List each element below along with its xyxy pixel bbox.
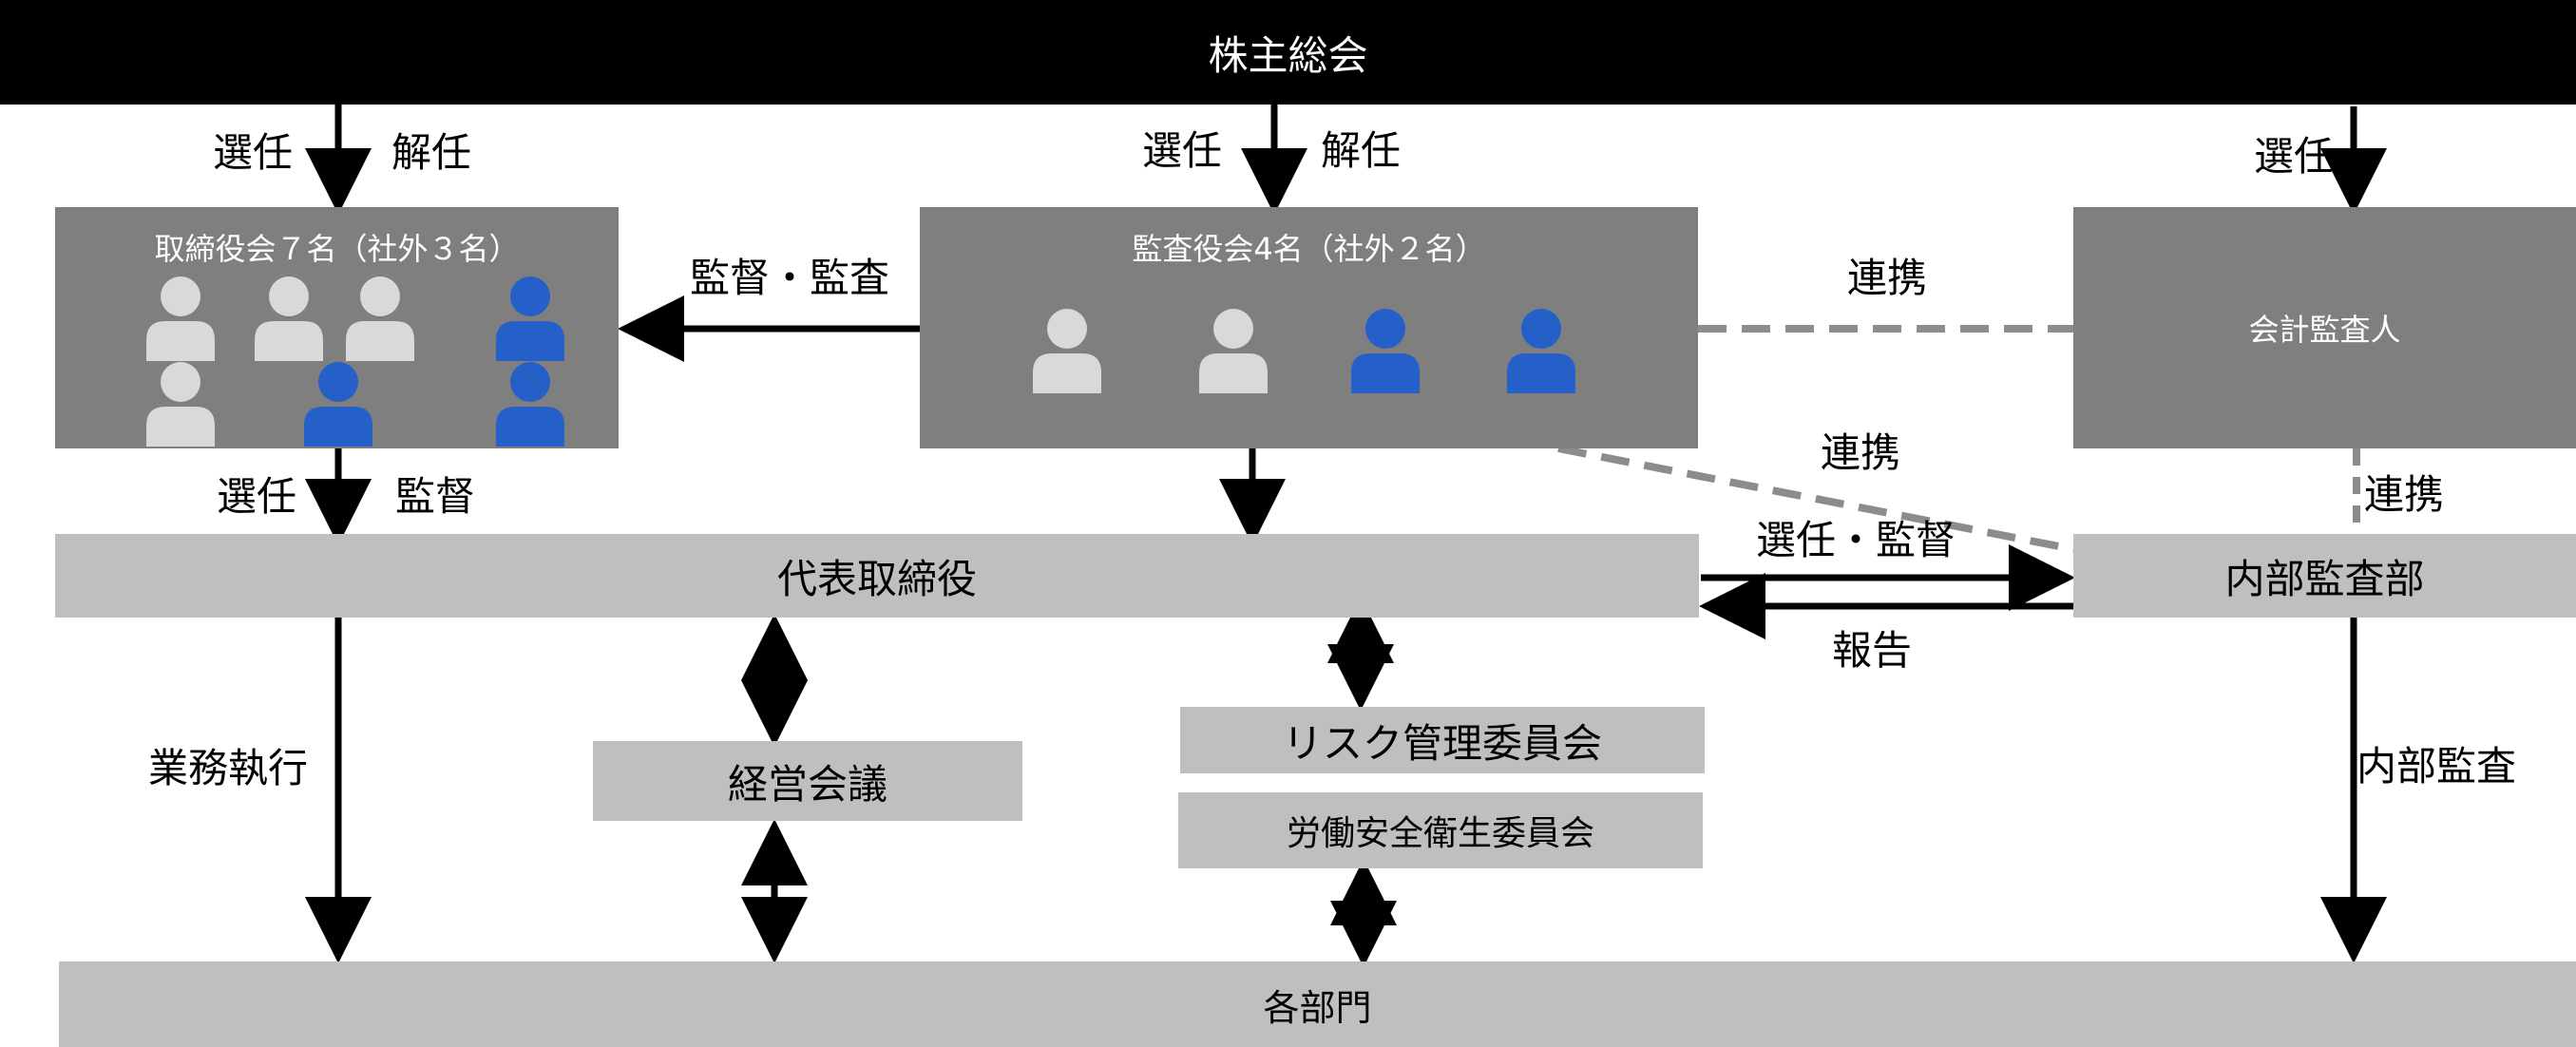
accounting-auditor-box: 会計監査人 bbox=[2073, 207, 2576, 448]
internal-audit-department-box: 内部監査部 bbox=[2073, 534, 2576, 618]
person-icon-blue bbox=[492, 274, 568, 361]
audit-board-box: 監査役会4名（社外２名） bbox=[920, 207, 1698, 448]
shareholders-meeting-box: 株主総会 bbox=[0, 0, 2576, 105]
representative-director-box: 代表取締役 bbox=[55, 534, 1699, 618]
audit-board-label: 監査役会4名（社外２名） bbox=[1132, 231, 1486, 267]
person-icon-gray bbox=[1029, 306, 1105, 393]
label-report: 報告 bbox=[1832, 627, 1913, 674]
person-icon-blue bbox=[492, 359, 568, 447]
label-supervise-audit: 監督・監査 bbox=[690, 255, 890, 301]
label-dismiss-board: 解任 bbox=[391, 129, 472, 176]
person-icon-gray bbox=[251, 274, 327, 361]
accounting-auditor-label: 会計監査人 bbox=[2248, 312, 2401, 348]
label-cooperate-accounting-auditor: 連携 bbox=[1847, 255, 1928, 301]
risk-management-committee-box: リスク管理委員会 bbox=[1180, 707, 1705, 773]
management-meeting-label: 経営会議 bbox=[727, 760, 887, 808]
person-icon-gray bbox=[143, 359, 219, 447]
health-safety-committee-label: 労働安全衛生委員会 bbox=[1286, 814, 1594, 853]
label-elect-audit-board: 選任 bbox=[1142, 127, 1223, 174]
risk-management-committee-label: リスク管理委員会 bbox=[1282, 719, 1602, 767]
person-icon-blue bbox=[300, 359, 376, 447]
board-of-directors-box: 取締役会７名（社外３名） bbox=[55, 207, 619, 448]
person-icon-gray bbox=[143, 274, 219, 361]
representative-director-label: 代表取締役 bbox=[776, 555, 977, 602]
internal-audit-department-label: 内部監査部 bbox=[2224, 555, 2425, 602]
label-elect-accounting-auditor: 選任 bbox=[2254, 133, 2335, 180]
label-elect-representative: 選任 bbox=[217, 473, 297, 520]
label-supervise-representative: 監督 bbox=[395, 473, 476, 520]
person-icon-gray bbox=[1195, 306, 1271, 393]
departments-box: 各部門 bbox=[59, 961, 2576, 1047]
person-icon-blue bbox=[1347, 306, 1423, 393]
health-safety-committee-box: 労働安全衛生委員会 bbox=[1178, 792, 1703, 868]
departments-label: 各部門 bbox=[1263, 986, 1372, 1029]
label-business-execution: 業務執行 bbox=[148, 745, 309, 791]
label-elect-supervise: 選任・監督 bbox=[1756, 517, 1956, 563]
person-icon-gray bbox=[342, 274, 418, 361]
label-cooperate-auditor-internal: 連携 bbox=[2364, 471, 2445, 518]
dashed-audit-board-internal-audit bbox=[1557, 445, 2074, 553]
shareholders-meeting-label: 株主総会 bbox=[1208, 31, 1368, 79]
management-meeting-box: 経営会議 bbox=[593, 741, 1022, 821]
label-elect-board: 選任 bbox=[213, 129, 294, 176]
label-internal-audit: 内部監査 bbox=[2357, 743, 2517, 790]
label-dismiss-audit-board: 解任 bbox=[1321, 127, 1402, 174]
person-icon-blue bbox=[1503, 306, 1579, 393]
board-of-directors-label: 取締役会７名（社外３名） bbox=[154, 231, 520, 267]
board-members bbox=[55, 207, 619, 448]
audit-board-members bbox=[920, 207, 1698, 448]
label-cooperate-internal-audit: 連携 bbox=[1821, 429, 1901, 476]
